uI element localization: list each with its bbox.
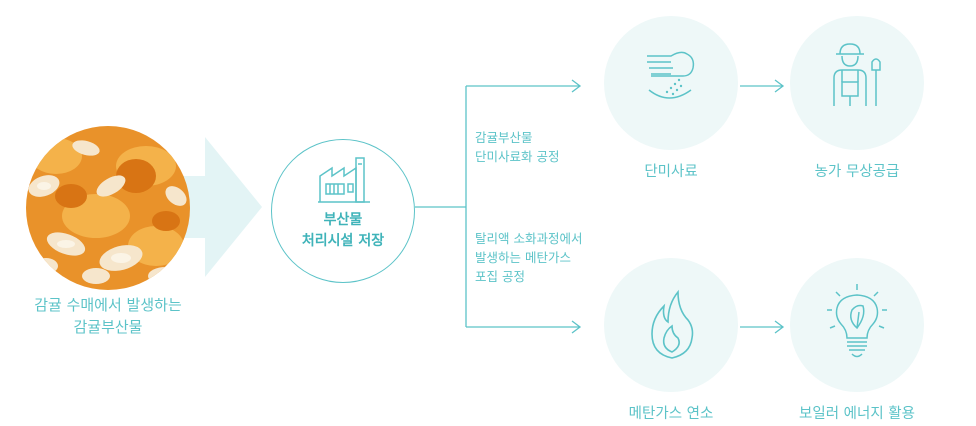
farm-supply-label: 농가 무상공급 xyxy=(814,164,900,180)
storage-facility-node: 부산물 처리시설 저장 xyxy=(271,139,415,283)
lower-process-line1: 탈리액 소화과정에서 xyxy=(475,231,583,246)
upper-process-text: 감귤부산물 단미사료화 공정 xyxy=(475,128,559,166)
methane-label: 메탄가스 연소 xyxy=(628,406,714,422)
source-caption-line2: 감귤부산물 xyxy=(73,318,143,336)
methane-node xyxy=(604,258,738,392)
flame-icon xyxy=(651,289,694,359)
lightbulb-leaf-icon xyxy=(827,284,887,358)
boiler-label: 보일러 에너지 활용 xyxy=(799,406,915,422)
upper-process-line2: 단미사료화 공정 xyxy=(475,149,560,164)
lower-process-text: 탈리액 소화과정에서 발생하는 메탄가스 포집 공정 xyxy=(475,229,582,286)
upper-process-line1: 감귤부산물 xyxy=(475,130,533,145)
source-caption-line1: 감귤 수매에서 발생하는 xyxy=(34,296,182,314)
lower-process-line3: 포집 공정 xyxy=(475,269,525,284)
storage-label-line1: 부산물 xyxy=(323,212,363,228)
hand-pouring-feed-icon xyxy=(647,51,695,99)
feed-node xyxy=(604,16,738,150)
boiler-node xyxy=(790,258,924,392)
feed-label: 단미사료 xyxy=(644,164,698,180)
lower-process-line2: 발생하는 메탄가스 xyxy=(475,250,571,265)
farm-supply-node xyxy=(790,16,924,150)
source-caption: 감귤 수매에서 발생하는 감귤부산물 xyxy=(0,294,216,338)
factory-icon xyxy=(318,157,370,203)
storage-label: 부산물 처리시설 저장 xyxy=(272,210,414,252)
storage-label-line2: 처리시설 저장 xyxy=(301,233,385,249)
citrus-byproduct-photo xyxy=(26,126,190,290)
farmer-icon xyxy=(833,43,881,106)
